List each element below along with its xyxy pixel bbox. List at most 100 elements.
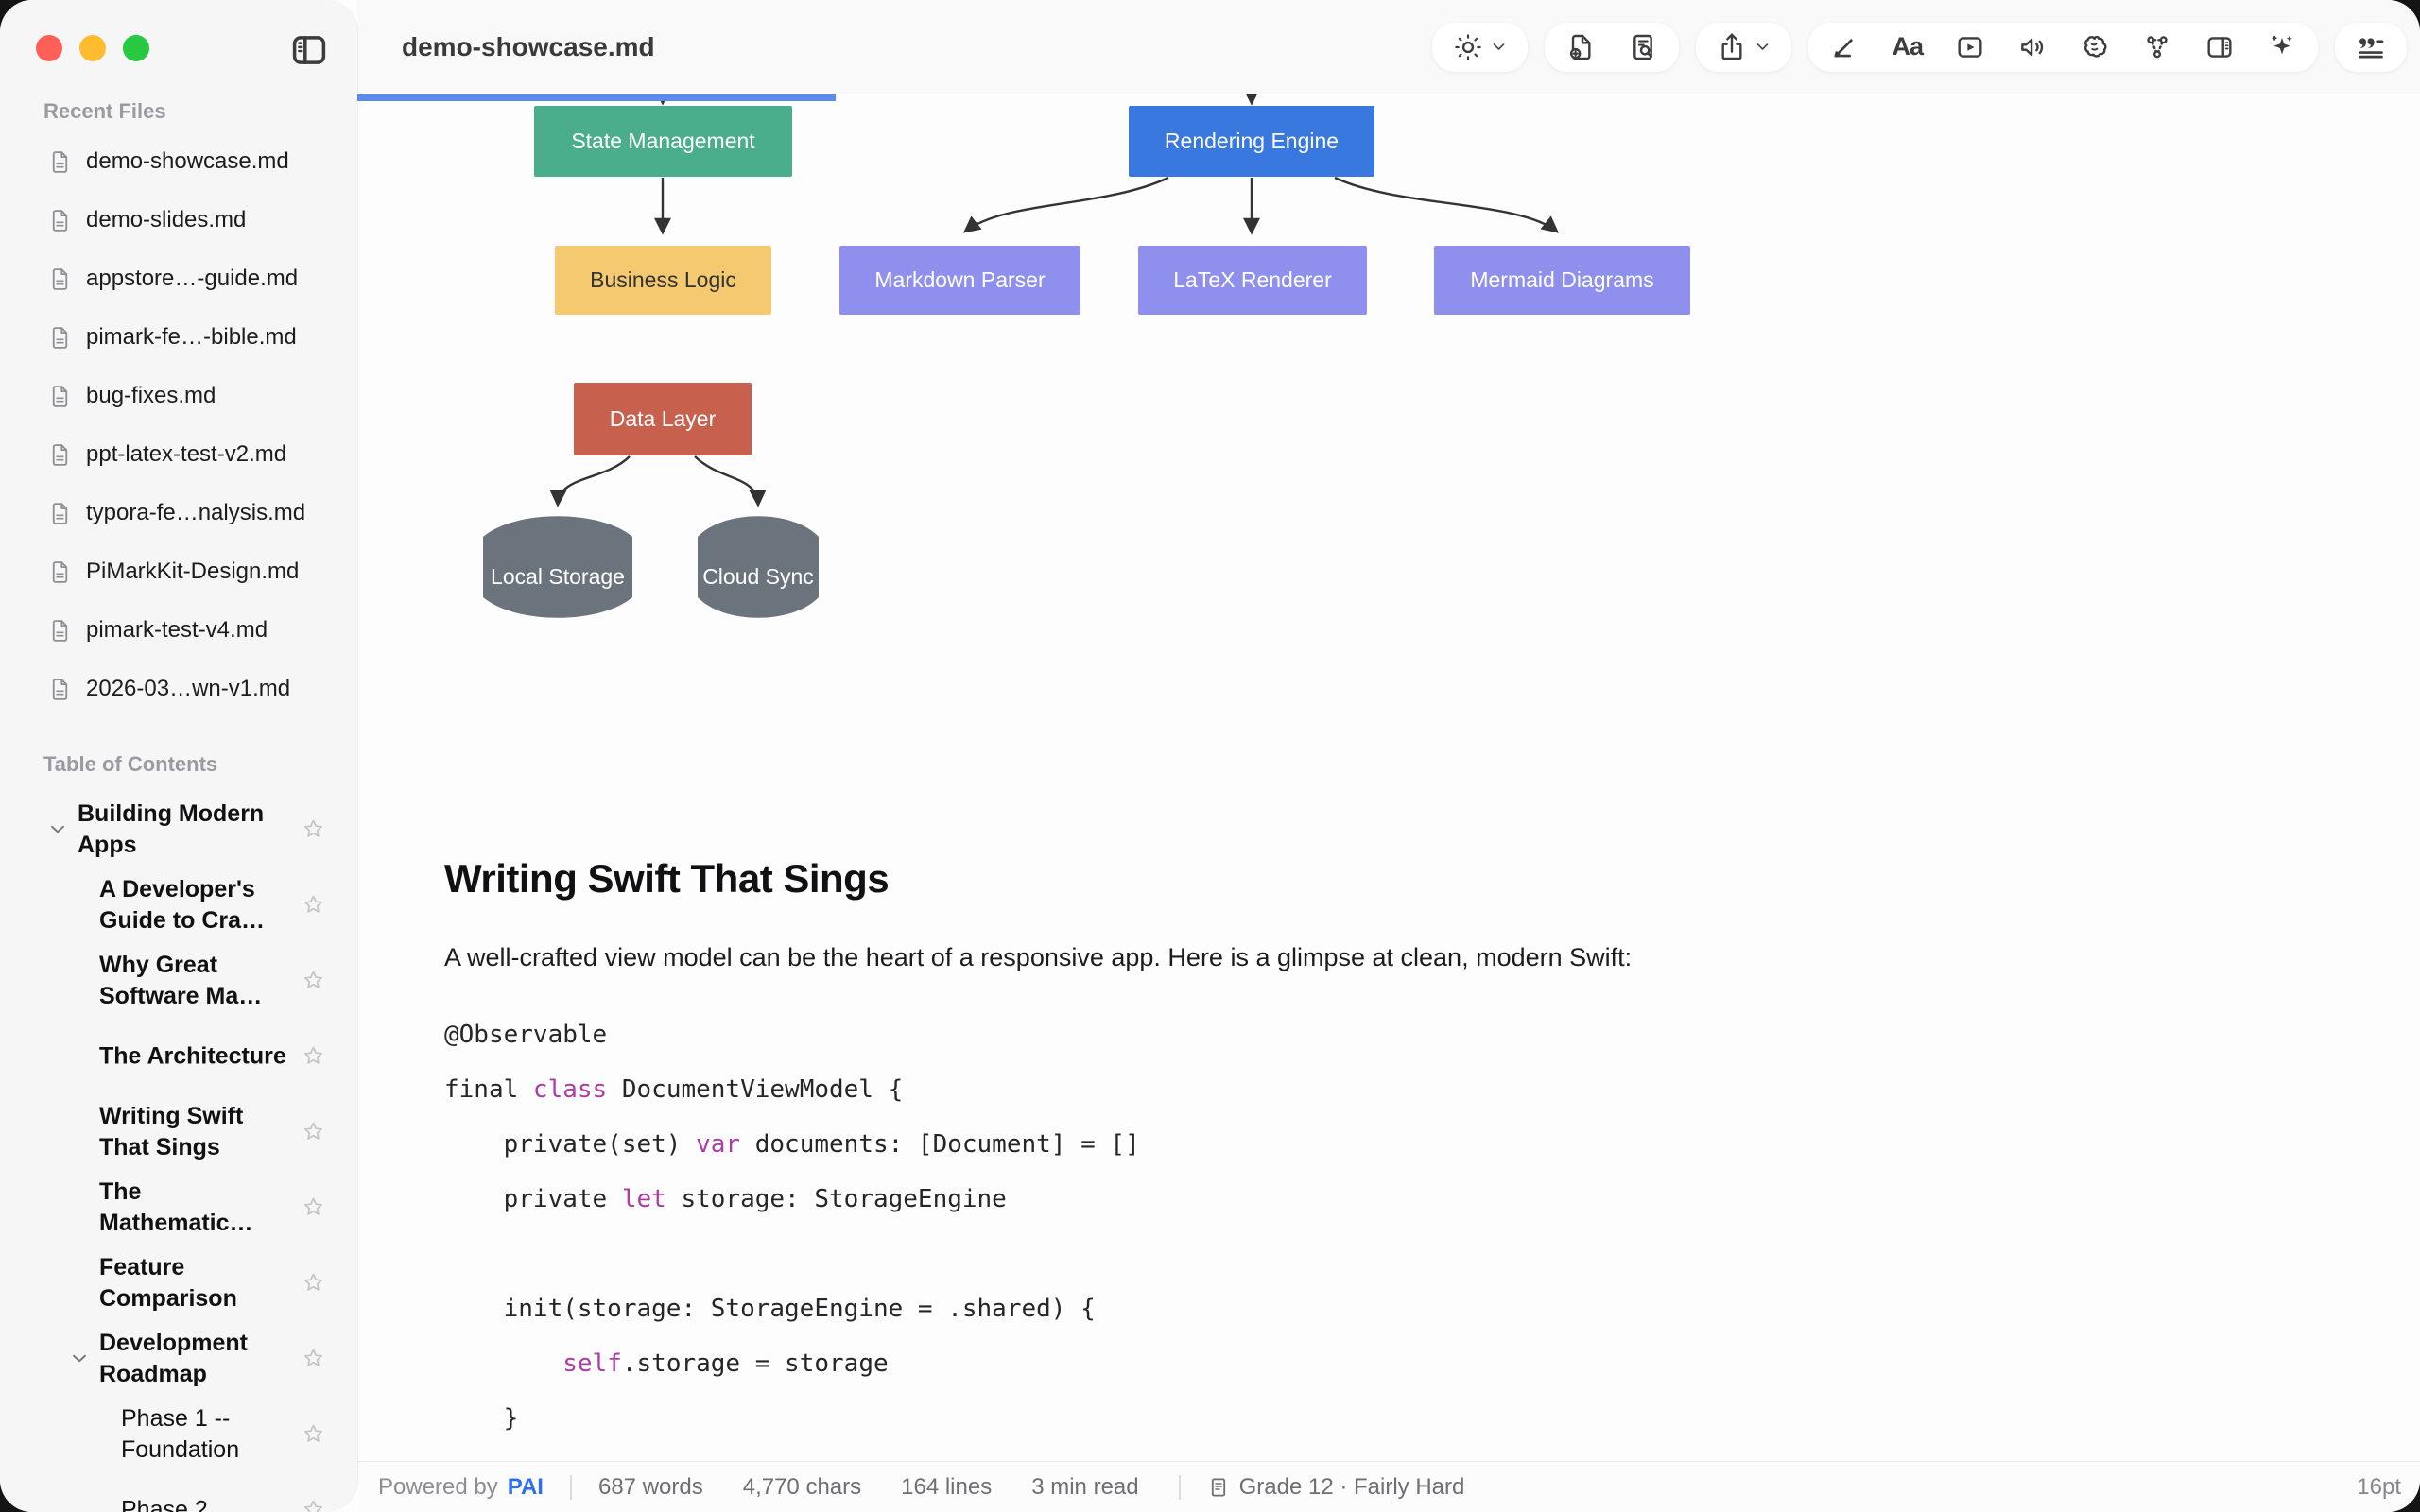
panel-right-icon [2204,32,2235,62]
file-item[interactable]: appstore…-guide.md [0,249,357,308]
typography-button[interactable]: Aa [1892,32,1924,61]
toc-item[interactable]: Development Roadmap [0,1321,357,1397]
toolbar-group-share [1696,22,1792,72]
edge-rendering-engine-to-markdown-parser [962,176,1169,233]
file-item[interactable]: ppt-latex-test-v2.md [0,425,357,484]
toc-item-label: The Architecture [99,1042,286,1070]
file-search-button[interactable] [1628,32,1658,62]
swift-keyword: var [696,1130,741,1159]
new-file-button[interactable] [1565,32,1596,62]
document-icon [47,266,73,292]
right-panel-button[interactable] [2204,32,2235,62]
toc-item[interactable]: Why Great Software Ma… [0,943,357,1019]
theme-button[interactable] [1453,32,1507,62]
toc-item-label: A Developer's Guide to Cra… [99,876,266,934]
file-name: PiMarkKit-Design.md [86,558,300,584]
zoom-button[interactable] [123,35,149,61]
speaker-icon [2017,32,2048,62]
file-item[interactable]: pimark-fe…-bible.md [0,308,357,367]
chevron-down-icon [1491,39,1507,55]
node-label: LaTeX Renderer [1173,267,1332,292]
file-item[interactable]: 2026-03…wn-v1.md [0,660,357,718]
toc-label: Table of Contents [43,752,218,776]
star-icon[interactable] [301,1044,326,1070]
toc-item[interactable]: Phase 2 [0,1472,357,1512]
file-item[interactable]: PiMarkKit-Design.md [0,542,357,601]
file-name: ppt-latex-test-v2.md [86,441,287,467]
pen-icon [1829,32,1859,62]
document-title: demo-showcase.md [402,31,655,61]
file-name: demo-showcase.md [86,148,289,174]
swift-keyword: let [621,1185,666,1213]
toc-item[interactable]: Building Modern Apps [0,792,357,868]
chevron-down-icon [1754,39,1771,55]
speech-button[interactable] [2017,32,2048,62]
ai-sparkles-button[interactable] [2267,32,2297,62]
file-item[interactable]: demo-showcase.md [0,132,357,191]
toc-item[interactable]: Feature Comparison [0,1246,357,1321]
toc-item[interactable]: The Architecture [0,1019,357,1094]
present-button[interactable] [1955,32,1985,62]
document-icon [47,677,73,702]
document-icon [47,325,73,351]
toc-item[interactable]: A Developer's Guide to Cra… [0,868,357,943]
document-icon [47,618,73,644]
flowchart-node-cloud-sync: Cloud Sync [697,516,820,618]
toc-item-label: Feature Comparison [99,1254,237,1312]
node-label: Business Logic [590,267,736,292]
toolbar-group-quotes [2335,22,2407,72]
star-icon[interactable] [301,893,326,919]
readability-indicator: Grade 12 · Fairly Hard [1207,1474,1464,1501]
quotes-button[interactable] [2356,32,2386,62]
star-icon[interactable] [301,1195,326,1221]
title-bar: demo-showcase.md Aa [357,0,2420,94]
stat-value: 4,770 chars [742,1473,862,1500]
code-line [444,1227,1140,1281]
brain-icon [2080,32,2110,62]
flowchart-node-mermaid-diagrams: Mermaid Diagrams [1434,246,1690,315]
section-paragraph: A well-crafted view model can be the hea… [444,943,1633,971]
toc-item[interactable]: Phase 1 -- Foundation [0,1397,357,1472]
flowchart-node-latex-renderer: LaTeX Renderer [1138,246,1367,315]
star-icon[interactable] [301,1422,326,1448]
node-label: Cloud Sync [702,563,814,589]
code-line: @Observable [444,1021,608,1049]
star-icon[interactable] [301,969,326,994]
font-size-indicator[interactable]: 16pt [2357,1473,2401,1500]
node-label: Rendering Engine [1164,129,1340,153]
pai-brand-link[interactable]: PAI [507,1473,544,1500]
new-file-icon [1565,32,1596,62]
code-line: } [444,1404,519,1433]
star-icon[interactable] [301,1498,326,1512]
table-of-contents: Building Modern Apps A Developer's Guide … [0,792,357,1512]
ai-brain-button[interactable] [2080,32,2110,62]
file-item[interactable]: bug-fixes.md [0,367,357,425]
star-icon[interactable] [301,1271,326,1297]
toc-item[interactable]: The Mathematic… [0,1170,357,1246]
toc-item[interactable]: Writing Swift That Sings [0,1094,357,1170]
toc-item-label: Phase 2 [121,1496,208,1512]
flowchart-node-rendering-engine: Rendering Engine [1129,106,1374,177]
file-item[interactable]: typora-fe…nalysis.md [0,484,357,542]
flowchart-node-state-management: State Management [534,106,792,177]
file-name: bug-fixes.md [86,383,216,408]
reading-progress-bar [357,94,836,101]
file-item[interactable]: pimark-test-v4.md [0,601,357,660]
annotate-button[interactable] [1829,32,1859,62]
star-icon[interactable] [301,1347,326,1372]
star-icon[interactable] [301,1120,326,1145]
star-icon[interactable] [301,817,326,843]
graph-view-button[interactable] [2142,32,2172,62]
chevron-down-icon[interactable] [47,819,68,840]
toc-item-label: Writing Swift That Sings [99,1103,244,1160]
graph-icon [2142,32,2172,62]
share-button[interactable] [1717,32,1771,62]
sidebar-toggle-icon[interactable] [289,30,329,70]
file-item[interactable]: demo-slides.md [0,191,357,249]
close-button[interactable] [36,35,62,61]
chevron-down-icon[interactable] [69,1349,90,1369]
minimize-button[interactable] [79,35,106,61]
